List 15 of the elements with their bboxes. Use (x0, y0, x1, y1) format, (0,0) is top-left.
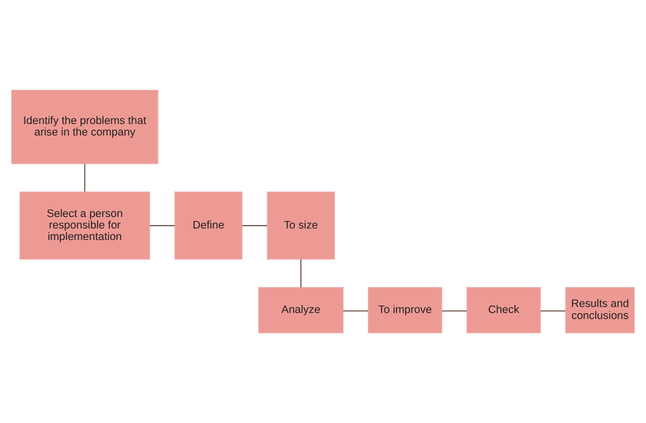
node-box: To size (266, 192, 335, 260)
node-box: Check (466, 287, 541, 334)
node-box: Analyze (258, 287, 344, 334)
connector (242, 225, 268, 226)
connector (342, 310, 369, 312)
connector (149, 225, 176, 226)
connector (442, 310, 468, 312)
node-box: Results and conclusions (565, 287, 635, 334)
node-box: Select a person responsible for implementation (19, 192, 150, 260)
connector (540, 310, 566, 312)
node-box: To improve (368, 287, 442, 334)
connector (300, 259, 302, 288)
connector (84, 163, 86, 192)
node-box: Define (174, 192, 243, 260)
node-box: Identify the problems that arise in the company (11, 90, 158, 164)
